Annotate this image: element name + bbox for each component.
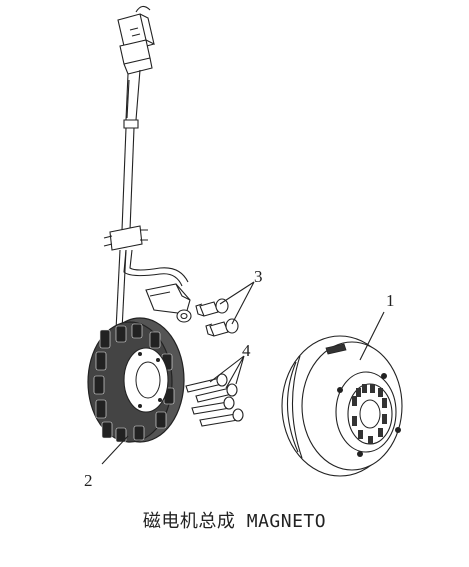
flywheel-rotor <box>281 335 403 477</box>
callout-1: 1 <box>386 291 395 310</box>
callout-2: 2 <box>84 471 93 490</box>
leader-lines <box>101 281 385 465</box>
stator-coil <box>87 317 185 443</box>
sensor-bolts <box>195 298 239 337</box>
wire-harness <box>103 5 189 331</box>
pickup-sensor <box>145 283 192 323</box>
callout-3: 3 <box>254 267 263 286</box>
stator-bolts <box>185 373 244 427</box>
callout-4: 4 <box>242 341 251 360</box>
diagram-caption: 磁电机总成 MAGNETO <box>142 511 327 532</box>
